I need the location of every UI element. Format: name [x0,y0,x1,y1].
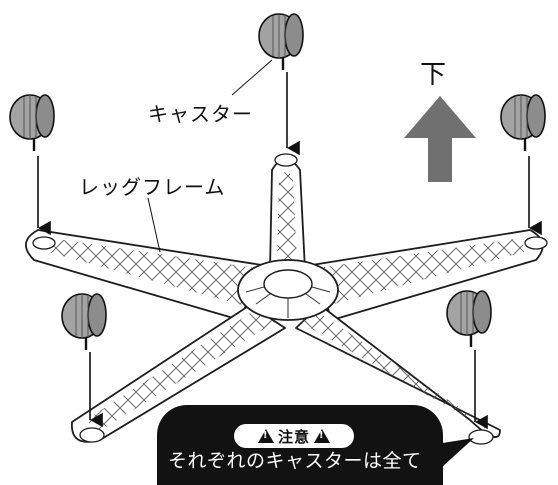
caster-sockets [32,153,548,445]
caution-title: 注意 [277,427,310,446]
caution-text: それぞれのキャスターは全て [168,450,422,472]
leg-frame-label: レッグフレーム [79,175,226,199]
caster-right [499,93,547,153]
arrow-up-icon [404,96,476,182]
caster-top [257,12,305,72]
caster-leader-line [231,59,273,96]
caster-label: キャスター [148,102,253,126]
caster-left [8,93,56,153]
insert-arrows [37,72,542,430]
caster-lower-right [445,289,493,349]
center-hub [237,259,339,321]
caution-badge: 注意 [234,424,354,448]
down-label: 下 [420,60,447,90]
leg-leader-line [147,197,161,253]
chair-base-diagram [8,12,548,467]
warning-triangle-icon [314,429,330,443]
leg-lattice [48,172,524,432]
caster-lower-left [60,292,108,352]
warning-triangle-icon [257,429,274,443]
